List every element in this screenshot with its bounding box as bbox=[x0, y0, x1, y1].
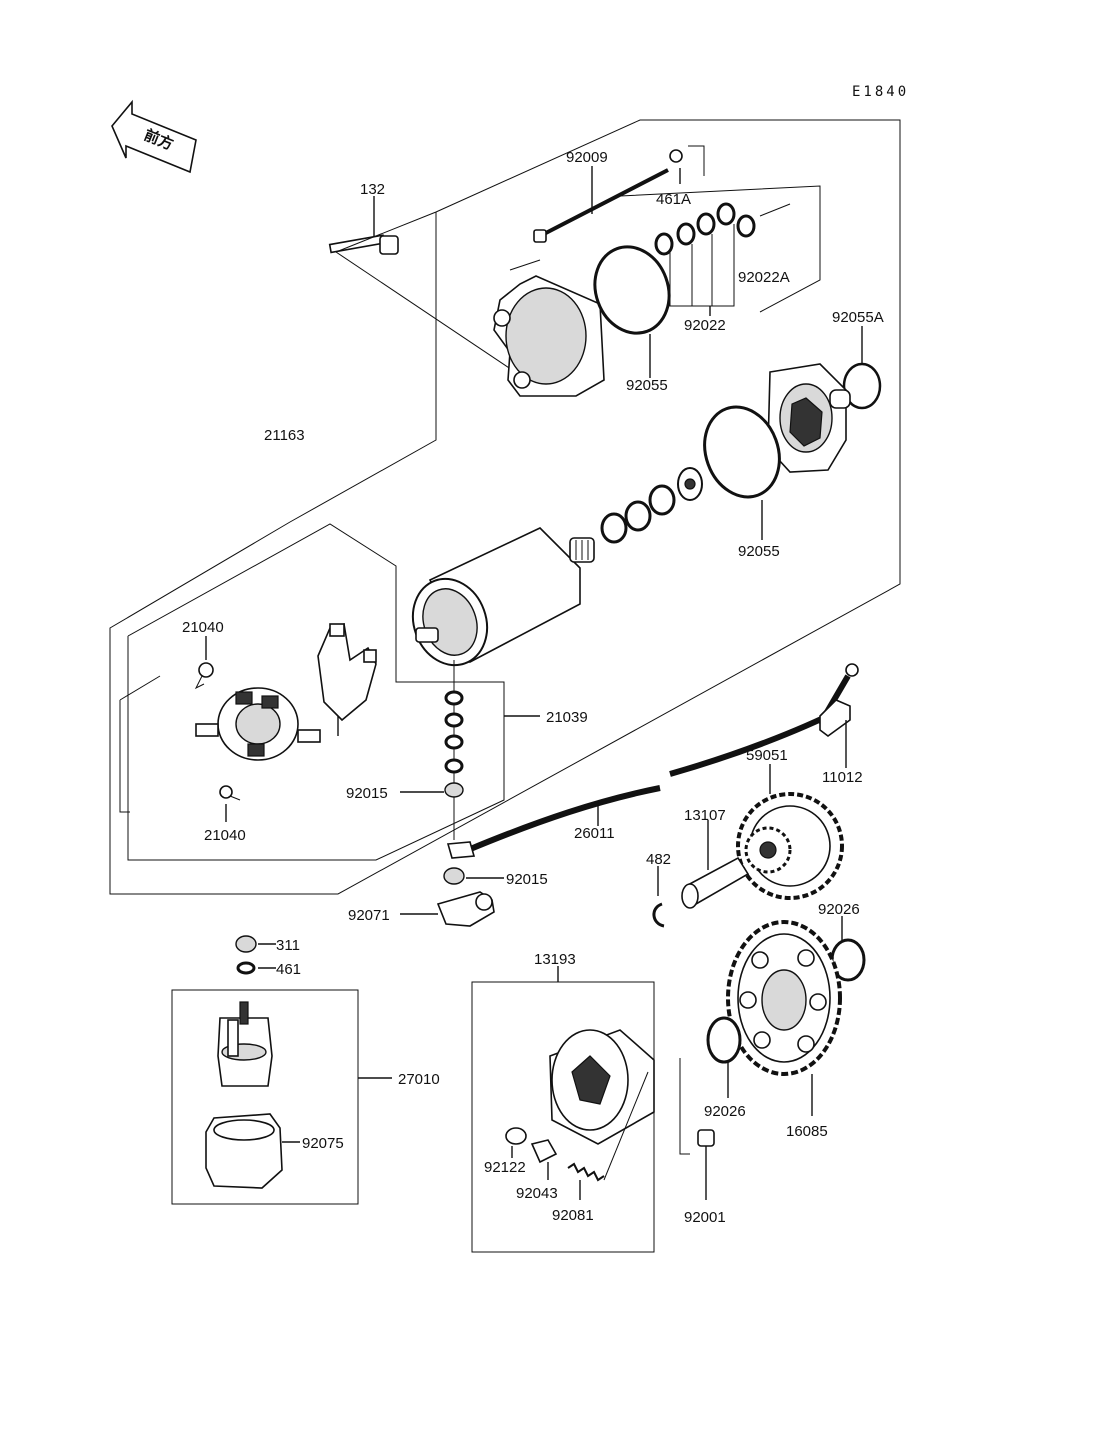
label-92055-top: 92055 bbox=[626, 377, 668, 394]
front-direction-arrow-icon: 前方 bbox=[111, 99, 197, 174]
roller-92122 bbox=[505, 1127, 527, 1158]
motor-yoke-armature bbox=[411, 527, 595, 667]
label-21040-top: 21040 bbox=[182, 619, 224, 636]
diagram-code: E1840 bbox=[852, 84, 909, 100]
washer-92026-right bbox=[830, 916, 866, 982]
label-311: 311 bbox=[276, 937, 300, 954]
label-59051: 59051 bbox=[746, 747, 788, 764]
shaft-13107 bbox=[681, 820, 750, 909]
label-92022: 92022 bbox=[684, 317, 726, 334]
label-92055A: 92055A bbox=[832, 309, 884, 326]
label-92026-right: 92026 bbox=[818, 901, 860, 918]
spring-21040-top bbox=[194, 636, 214, 690]
label-21163: 21163 bbox=[264, 427, 305, 444]
label-13107: 13107 bbox=[684, 807, 726, 824]
label-92001: 92001 bbox=[684, 1209, 726, 1226]
clip-461A bbox=[669, 145, 705, 184]
label-21039: 21039 bbox=[546, 709, 588, 726]
label-13193: 13193 bbox=[534, 951, 576, 968]
label-92055-mid: 92055 bbox=[738, 543, 780, 560]
terminal-boot-92071 bbox=[400, 891, 495, 927]
brush-terminal-clip bbox=[317, 622, 377, 736]
pin-92043 bbox=[530, 1139, 558, 1180]
circlip-482 bbox=[652, 866, 665, 928]
o-ring-92055A bbox=[842, 326, 882, 410]
spring-21040-bottom bbox=[219, 785, 241, 822]
label-27010: 27010 bbox=[398, 1071, 440, 1088]
part-labels: 92009 461A 132 92022A 92022 92055A 92055… bbox=[182, 149, 884, 1226]
label-92043: 92043 bbox=[516, 1185, 558, 1202]
nut-92015 bbox=[443, 867, 504, 885]
solenoid-holder-92075 bbox=[205, 1113, 300, 1189]
brush-holder-outline-21039 bbox=[119, 523, 505, 861]
label-21040-bottom: 21040 bbox=[204, 827, 246, 844]
label-92022A: 92022A bbox=[738, 269, 790, 286]
o-ring-92055-top bbox=[593, 245, 671, 378]
solenoid-switch bbox=[217, 1001, 273, 1087]
brush-holder-plate bbox=[195, 687, 321, 761]
label-92075: 92075 bbox=[302, 1135, 344, 1152]
shim-washers-92022 bbox=[619, 185, 821, 316]
washers-mid bbox=[600, 467, 703, 544]
label-92081: 92081 bbox=[552, 1207, 594, 1224]
starter-clutch bbox=[549, 1029, 655, 1145]
label-132: 132 bbox=[360, 181, 385, 198]
label-92015-b: 92015 bbox=[506, 871, 548, 888]
label-92071: 92071 bbox=[348, 907, 390, 924]
solenoid-box-27010 bbox=[171, 989, 392, 1205]
label-26011: 26011 bbox=[574, 825, 615, 842]
bolt-92001 bbox=[679, 1058, 715, 1200]
bolt-132 bbox=[328, 196, 537, 387]
starter-clutch-box-13193 bbox=[471, 966, 655, 1253]
label-482: 482 bbox=[646, 851, 671, 868]
label-461: 461 bbox=[276, 961, 301, 978]
washer-92026-bottom bbox=[706, 1016, 742, 1098]
label-92026-bottom: 92026 bbox=[704, 1103, 746, 1120]
gear-59051 bbox=[736, 764, 844, 900]
through-bolt-92009 bbox=[533, 166, 669, 243]
label-461A: 461A bbox=[656, 191, 691, 208]
label-16085: 16085 bbox=[786, 1123, 828, 1140]
label-92015-a: 92015 bbox=[346, 785, 388, 802]
label-11012: 11012 bbox=[822, 769, 863, 786]
assembly-outline-21163 bbox=[109, 119, 901, 895]
front-end-cover bbox=[493, 259, 605, 397]
terminal-cap-11012 bbox=[819, 699, 851, 768]
insulator-washers-stack bbox=[400, 660, 540, 840]
o-ring-92055-mid bbox=[703, 405, 781, 540]
label-92009: 92009 bbox=[566, 149, 608, 166]
nut-311 bbox=[235, 935, 276, 953]
lock-washer-461 bbox=[236, 961, 276, 975]
label-92122: 92122 bbox=[484, 1159, 526, 1176]
spring-92081 bbox=[567, 1071, 649, 1200]
sprocket-gear-16085 bbox=[726, 920, 842, 1116]
